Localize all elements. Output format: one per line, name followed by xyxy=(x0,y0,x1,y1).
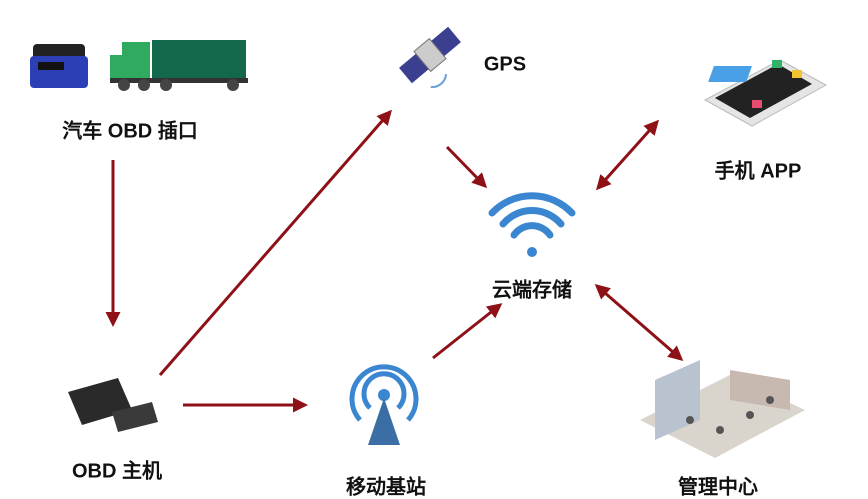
arrow-phone-cloud xyxy=(596,119,659,191)
truck-icon xyxy=(110,40,248,91)
arrow-host-to-gps xyxy=(158,109,392,376)
smartphone-icon xyxy=(703,59,828,127)
gps-label: GPS xyxy=(483,53,527,76)
satellite-icon xyxy=(399,26,461,89)
arrow-base-station-to-cloud xyxy=(432,303,503,360)
arrow-cloud-management xyxy=(594,284,684,361)
obd-dongle-icon xyxy=(30,44,88,88)
management-center-label: 管理中心 xyxy=(678,476,758,499)
obd-host-label: OBD 主机 xyxy=(72,460,162,483)
obd-device-icon xyxy=(68,378,158,432)
arrow-gps-to-cloud xyxy=(445,145,488,189)
antenna-tower-icon xyxy=(349,364,419,445)
wifi-icon xyxy=(488,192,576,257)
base-station-label: 移动基站 xyxy=(346,476,426,499)
obd-port-label: 汽车 OBD 插口 xyxy=(62,120,198,143)
office-isometric-icon xyxy=(640,360,805,458)
phone-app-label: 手机 APP xyxy=(714,160,802,183)
cloud-storage-label: 云端存储 xyxy=(492,279,572,302)
